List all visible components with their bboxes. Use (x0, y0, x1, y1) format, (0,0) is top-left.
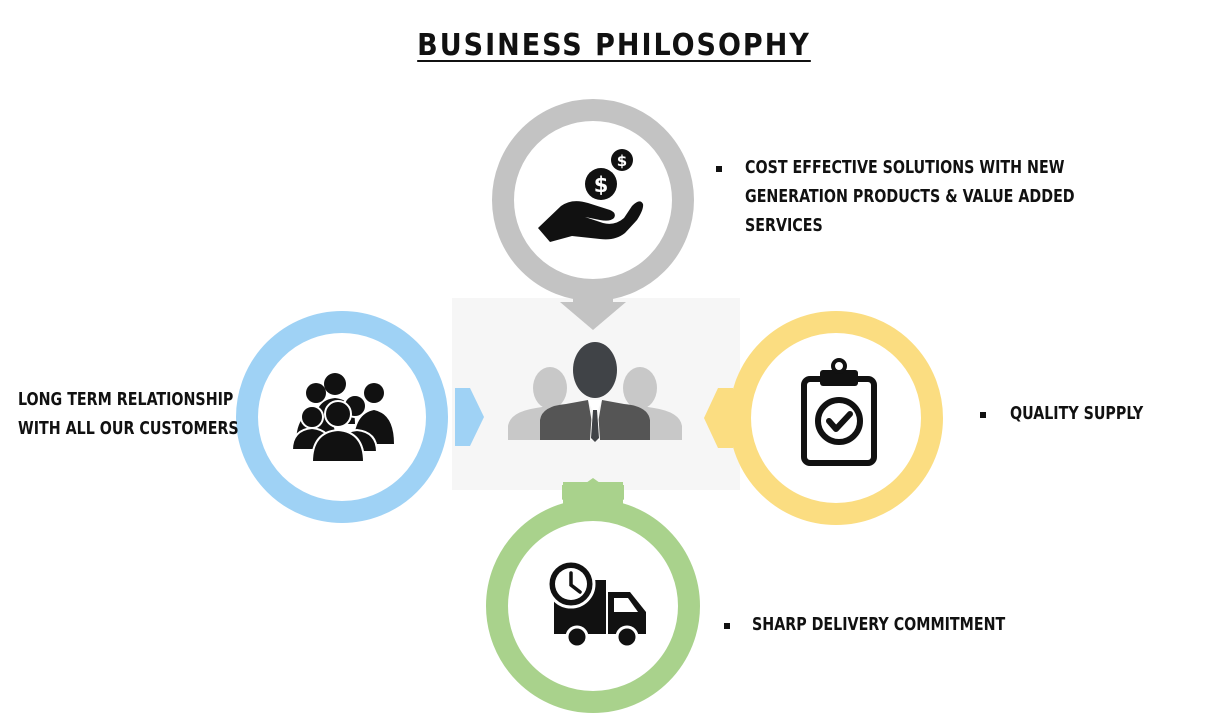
relationship-label-line: LONG TERM RELATIONSHIP (18, 389, 234, 410)
delivery-label: SHARP DELIVERY COMMITMENT (752, 610, 1005, 639)
quality-bullet (980, 412, 986, 418)
ring-cost (492, 99, 694, 330)
delivery-truck-clock-icon (546, 559, 646, 649)
money-hand-icon: $ $ (538, 149, 644, 242)
page-title: BUSINESS PHILOSOPHY (417, 28, 811, 63)
delivery-bullet (724, 623, 730, 629)
svg-text:$: $ (617, 152, 627, 170)
cost-label-line: COST EFFECTIVE SOLUTIONS WITH NEW (745, 157, 1065, 178)
group-people-icon (290, 373, 394, 463)
cost-label-line: SERVICES (745, 215, 823, 236)
relationship-label-line: WITH ALL OUR CUSTOMERS (18, 418, 239, 439)
relationship-label: LONG TERM RELATIONSHIP WITH ALL OUR CUST… (18, 385, 239, 443)
quality-label-line: QUALITY SUPPLY (1010, 403, 1144, 424)
quality-label: QUALITY SUPPLY (1010, 399, 1143, 428)
delivery-label-line: SHARP DELIVERY COMMITMENT (752, 614, 1006, 635)
cost-bullet (716, 166, 722, 172)
svg-text:$: $ (594, 173, 609, 197)
clipboard-check-icon (801, 358, 877, 466)
ring-quality (704, 311, 943, 525)
cost-label: COST EFFECTIVE SOLUTIONS WITH NEW GENERA… (745, 153, 1075, 240)
cost-label-line: GENERATION PRODUCTS & VALUE ADDED (745, 186, 1075, 207)
business-team-icon (508, 342, 682, 442)
